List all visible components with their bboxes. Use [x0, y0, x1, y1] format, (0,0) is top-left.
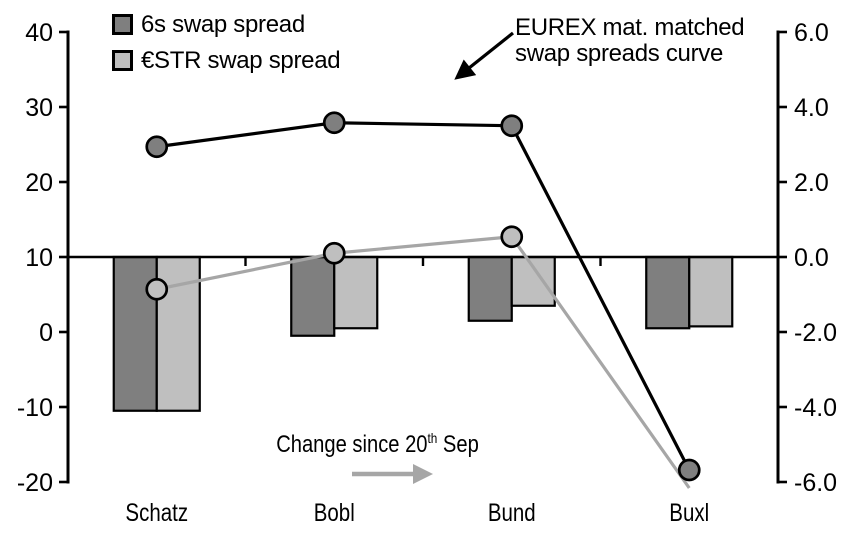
- left-axis-tick-label: -20: [17, 469, 53, 497]
- marker-6s-bund: [500, 114, 524, 138]
- marker-6s-bobl: [322, 111, 346, 135]
- left-axis-tick-label: 20: [25, 169, 53, 197]
- legend-item-6s: 6s swap spread: [112, 8, 340, 41]
- right-axis-tick-label: 6.0: [794, 19, 829, 47]
- right-axis-tick-label: 4.0: [794, 94, 829, 122]
- left-axis-tick-label: 30: [25, 94, 53, 122]
- marker-estr-bund: [500, 225, 524, 249]
- left-axis-tick-label: -10: [17, 394, 53, 422]
- eurex-annotation-arrow: [454, 31, 514, 80]
- marker-estr-bobl: [322, 241, 346, 265]
- annotation-change-prefix: Change since 20: [276, 431, 428, 458]
- right-axis-tick-label: 0.0: [794, 244, 829, 272]
- left-axis-tick-label: 10: [25, 244, 53, 272]
- right-axis-tick-label: 2.0: [794, 169, 829, 197]
- bar-6s-bund: [467, 255, 513, 322]
- line-6s-curve: [156, 121, 691, 471]
- annotation-change-sup: th: [427, 430, 438, 446]
- annotation-eurex-curve: EUREX mat. matched swap spreads curve: [515, 14, 745, 67]
- legend-swatch-6s: [112, 14, 133, 35]
- x-axis-label-bund: Bund: [488, 498, 536, 526]
- legend-label-estr: €STR swap spread: [141, 46, 341, 74]
- marker-6s-buxl: [677, 458, 701, 482]
- marker-6s-schatz: [145, 135, 169, 159]
- left-axis-tick-label: 0: [39, 319, 53, 347]
- annotation-eurex-line2: swap spreads curve: [515, 40, 724, 67]
- bar-estr-buxl: [688, 255, 734, 328]
- annotation-change-since: Change since 20th Sep: [276, 430, 479, 459]
- annotation-eurex-line1: EUREX mat. matched: [515, 14, 745, 41]
- x-axis-label-schatz: Schatz: [125, 498, 188, 526]
- legend-item-estr: €STR swap spread: [112, 44, 341, 77]
- legend-label-6s: 6s swap spread: [141, 10, 305, 38]
- legend-swatch-estr: [112, 50, 133, 71]
- right-axis-tick-label: -2.0: [794, 319, 837, 347]
- right-axis-tick-label: -6.0: [794, 469, 837, 497]
- bar-6s-buxl: [645, 255, 691, 330]
- legend: 6s swap spread €STR swap spread: [112, 8, 341, 77]
- bar-estr-bobl: [333, 255, 379, 330]
- x-axis-label-bobl: Bobl: [314, 498, 355, 526]
- right-axis-tick-label: -4.0: [794, 394, 837, 422]
- bar-6s-bobl: [290, 255, 336, 337]
- x-axis-label-buxl: Buxl: [669, 498, 709, 526]
- marker-estr-schatz: [145, 277, 169, 301]
- bar-estr-bund: [510, 255, 556, 307]
- left-axis-tick-label: 40: [25, 19, 53, 47]
- line-estr-curve: [156, 235, 691, 489]
- annotation-change-suffix: Sep: [437, 431, 479, 458]
